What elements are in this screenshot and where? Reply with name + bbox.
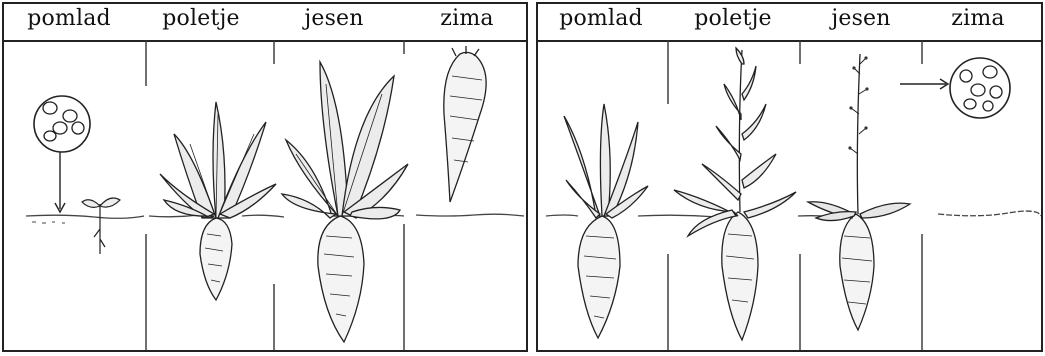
second-year-panel: pomlad poletje jesen zima: [536, 2, 1043, 352]
summer-beet-icon: [160, 102, 276, 300]
column-dividers: [668, 40, 922, 350]
arrow-icon: [900, 79, 948, 89]
second-year-illustration: [538, 4, 1041, 350]
spring-beet-icon: [564, 104, 648, 338]
first-year-panel: pomlad poletje jesen zima: [2, 2, 528, 352]
autumn-beet-icon: [282, 62, 408, 342]
seed-bubble-icon: [950, 58, 1010, 118]
autumn-seeded-beet-icon: [808, 54, 910, 330]
seedling-icon: [82, 198, 120, 254]
first-year-illustration: [4, 4, 526, 350]
ground-line: [26, 214, 524, 223]
seed-bubble-icon: [34, 96, 90, 212]
winter-beet-icon: [444, 46, 486, 202]
summer-flowering-beet-icon: [674, 48, 796, 340]
